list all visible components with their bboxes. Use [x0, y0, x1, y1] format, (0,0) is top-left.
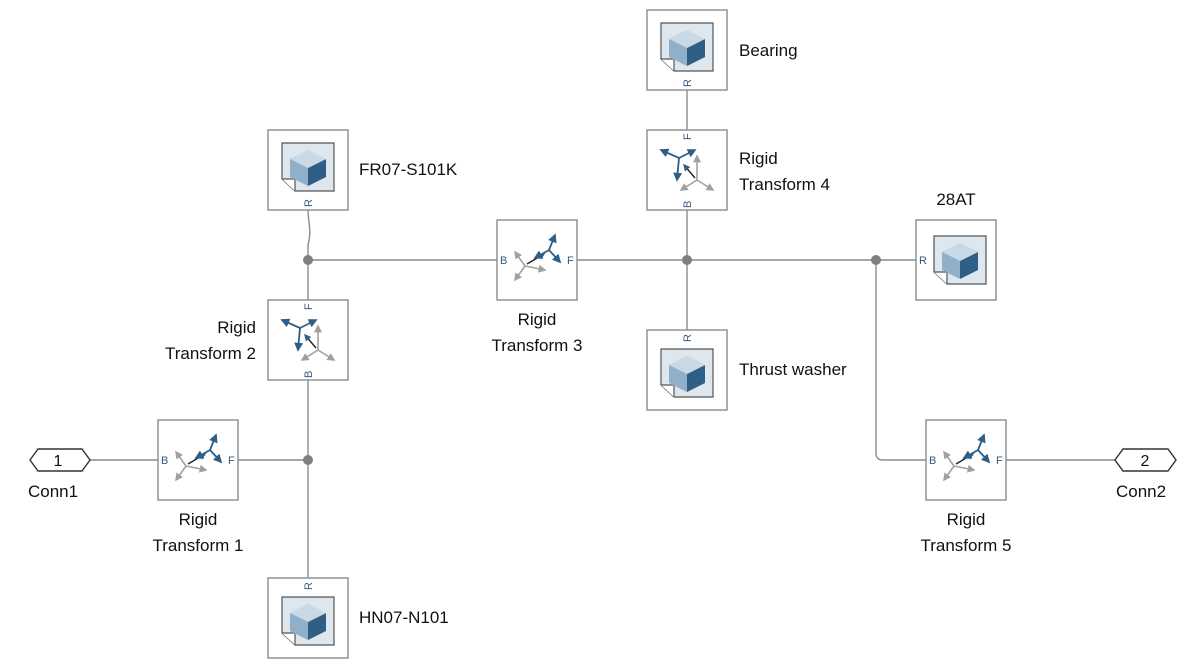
solid-file-icon	[933, 235, 987, 285]
solid-bearing-label: Bearing	[739, 41, 798, 60]
junction-dot	[303, 455, 313, 465]
label-line-2: Transform 1	[152, 536, 244, 555]
port-f-label: F	[682, 133, 694, 140]
solid-28at-block[interactable]: R	[915, 219, 997, 301]
wire-fr07-rt2	[307, 209, 311, 300]
label-line-1: Rigid	[946, 510, 986, 529]
junctions	[303, 255, 881, 465]
solid-file-icon	[281, 142, 335, 192]
solid-fr07-label: FR07-S101K	[359, 160, 458, 179]
conn2-port[interactable]: 2	[1114, 448, 1177, 472]
port-f-label: F	[303, 303, 315, 310]
conn1-label: Conn1	[28, 482, 79, 501]
rigid-transform-1-block[interactable]: B F	[157, 419, 239, 501]
junction-dot	[303, 255, 313, 265]
label-line-1: Rigid	[178, 510, 218, 529]
rigid-transform-5-label: Rigid Transform 5	[896, 507, 1036, 559]
solid-file-icon	[660, 348, 714, 398]
conn1-number: 1	[54, 453, 63, 470]
port-b-label: B	[303, 371, 315, 378]
label-line-1: Rigid	[739, 149, 778, 168]
conn1-port[interactable]: 1	[29, 448, 91, 472]
port-b-label: B	[682, 201, 694, 208]
port-r-label: R	[682, 334, 694, 342]
port-f-label: F	[228, 455, 235, 467]
solid-hn07-label: HN07-N101	[359, 608, 449, 627]
solid-hn07-block[interactable]: R	[267, 577, 349, 659]
label-line-1: Rigid	[217, 318, 256, 337]
solid-file-icon	[660, 22, 714, 72]
rigid-transform-5-block[interactable]: B F	[925, 419, 1007, 501]
rigid-transform-3-block[interactable]: B F	[496, 219, 578, 301]
port-r-label: R	[303, 199, 315, 207]
port-b-label: B	[161, 455, 168, 467]
solid-file-icon	[281, 596, 335, 646]
label-line-2: Transform 2	[164, 344, 256, 363]
label-line-1: Rigid	[517, 310, 557, 329]
solid-thrust-washer-block[interactable]: R	[646, 329, 728, 411]
port-b-label: B	[500, 255, 507, 267]
connection-lines	[90, 90, 1115, 578]
wire-junction-rt5	[875, 260, 926, 461]
rigid-transform-4-block[interactable]: F B	[646, 129, 728, 211]
junction-dot	[871, 255, 881, 265]
port-r-label: R	[303, 582, 315, 590]
port-f-label: F	[567, 255, 574, 267]
rigid-transform-2-block[interactable]: F B	[267, 299, 349, 381]
solid-fr07-block[interactable]: R	[267, 129, 349, 211]
port-f-label: F	[996, 455, 1003, 467]
label-line-2: Transform 3	[491, 336, 583, 355]
solid-28at-label: 28AT	[936, 190, 976, 209]
conn2-number: 2	[1141, 453, 1150, 470]
port-r-label: R	[682, 79, 694, 87]
junction-dot	[682, 255, 692, 265]
port-b-label: B	[929, 455, 936, 467]
solid-bearing-block[interactable]: R	[646, 9, 728, 91]
rigid-transform-2-label: Rigid Transform 2	[116, 315, 256, 367]
label-line-2: Transform 5	[920, 536, 1012, 555]
solid-thrust-washer-label: Thrust washer	[739, 360, 847, 379]
conn2-label: Conn2	[1116, 482, 1167, 501]
rigid-transform-3-label: Rigid Transform 3	[467, 307, 607, 359]
port-r-label: R	[919, 255, 927, 267]
rigid-transform-1-label: Rigid Transform 1	[128, 507, 268, 559]
rigid-transform-4-label: Rigid Transform 4	[739, 146, 830, 198]
label-line-2: Transform 4	[739, 175, 831, 194]
